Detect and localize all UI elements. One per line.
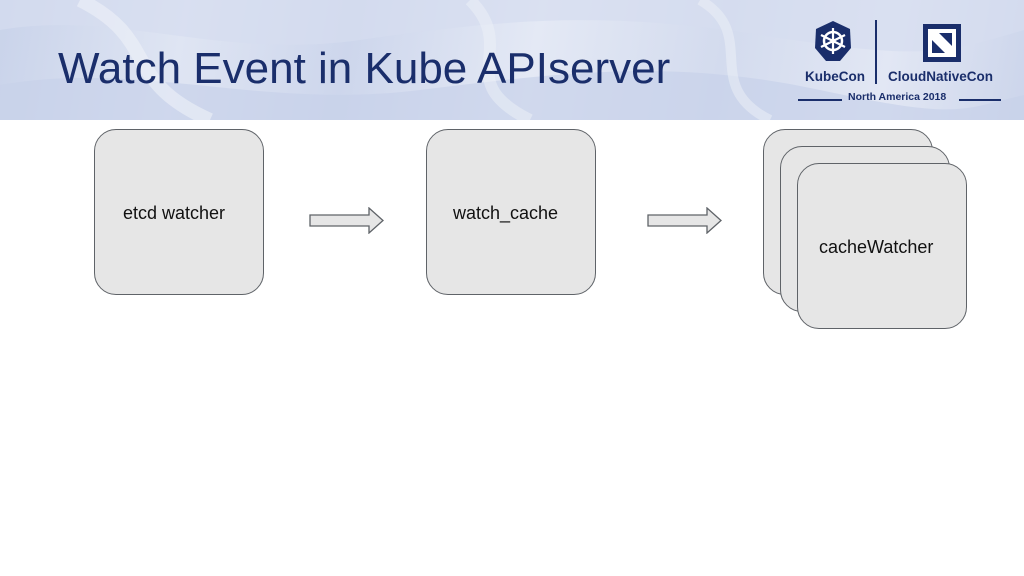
watch-cache-node (426, 129, 596, 295)
cache-watcher-label: cacheWatcher (819, 237, 934, 257)
cache-watcher-node (797, 163, 967, 329)
event-label: North America 2018 (848, 91, 947, 103)
arrow-cache-to-watcher (647, 207, 722, 234)
arrow-etcd-to-cache (309, 207, 384, 234)
logo-divider (875, 20, 877, 84)
watch-cache-label: watch_cache (453, 203, 559, 223)
kubecon-label: KubeCon (805, 69, 865, 84)
header-wave-background (0, 0, 1024, 120)
kubernetes-helm-icon (815, 21, 851, 61)
slide-header: Watch Event in Kube APIserver KubeCon Cl… (0, 0, 1024, 120)
etcd-watcher-node (94, 129, 264, 295)
etcd-watcher-label: etcd watcher (123, 203, 226, 223)
event-rule-right (959, 99, 1001, 101)
event-rule-left (798, 99, 842, 101)
cncf-icon (923, 24, 961, 62)
conference-logos: KubeCon CloudNativeCon North America 201… (795, 18, 1005, 110)
cloudnativecon-label: CloudNativeCon (888, 69, 994, 84)
slide-title: Watch Event in Kube APIserver (58, 44, 671, 93)
